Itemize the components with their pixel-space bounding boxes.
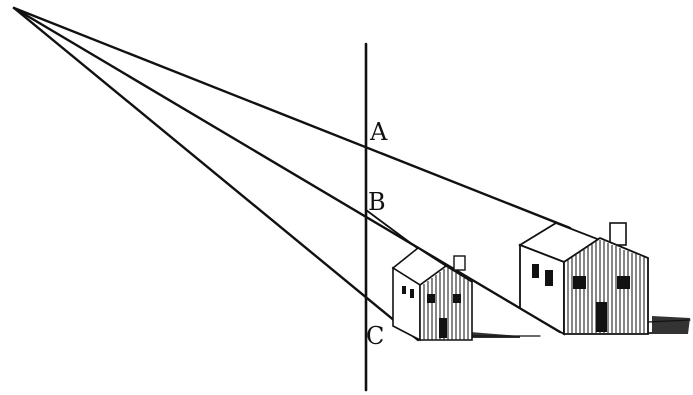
far-house-window-3: [573, 276, 586, 289]
near-house-door: [439, 318, 447, 338]
label-a: A: [369, 118, 388, 146]
near-house-hatching: [423, 268, 469, 340]
sight-line-c: [12, 6, 420, 342]
far-house-chimney: [609, 222, 627, 246]
label-c: C: [366, 322, 384, 350]
sight-line-b: [12, 6, 562, 334]
far-house-front-gable: [563, 236, 649, 335]
far-house: [517, 222, 691, 336]
near-house-window-1: [402, 286, 406, 294]
far-house-window-4: [617, 276, 630, 289]
sight-line-near-roof: [365, 209, 421, 251]
far-house-window-2: [545, 270, 553, 286]
near-house-window-2: [410, 289, 414, 298]
near-house-front-gable: [419, 265, 473, 341]
label-b: B: [368, 188, 386, 216]
far-house-window-1: [532, 264, 539, 278]
sight-line-a: [12, 6, 572, 230]
near-house-chimney: [453, 255, 466, 271]
far-house-door: [596, 302, 607, 332]
far-house-shadow: [560, 316, 690, 334]
near-house: [391, 247, 541, 342]
near-house-window-4: [453, 294, 461, 303]
near-house-window-3: [427, 294, 435, 303]
